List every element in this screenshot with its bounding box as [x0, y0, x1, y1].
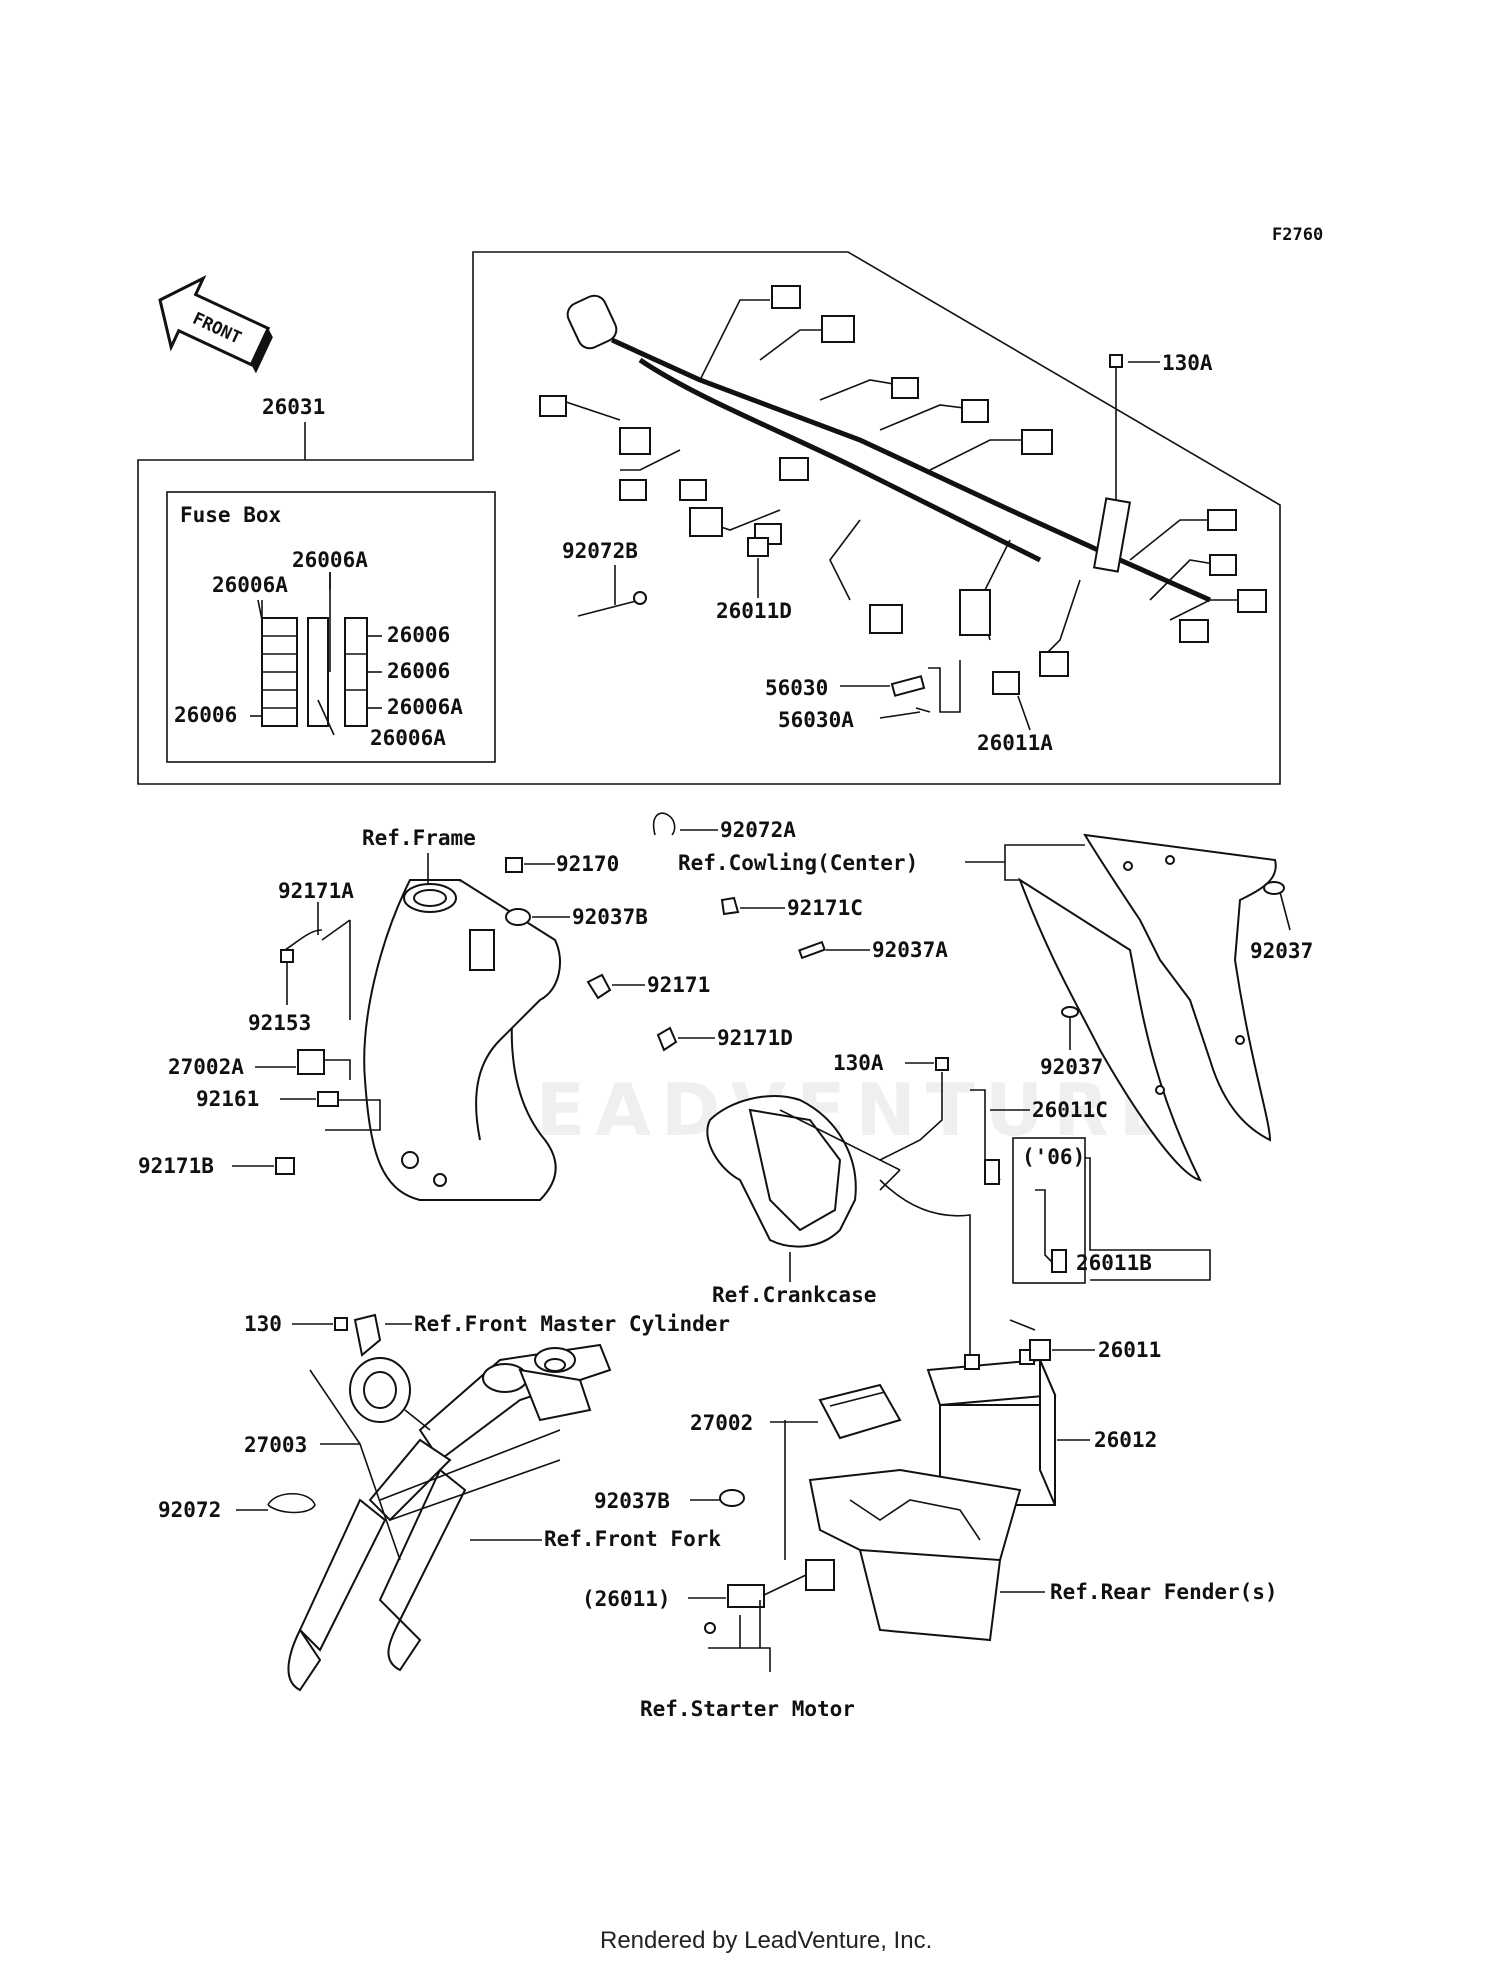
label-92171C: 92171C [787, 896, 863, 920]
front-fork-illustration [287, 1343, 612, 1692]
label-130A-mid: 130A [833, 1051, 884, 1075]
pad-92161 [317, 1091, 339, 1107]
label-26006-left: 26006 [174, 703, 237, 727]
label-27002A: 27002A [168, 1055, 244, 1079]
label-ref-starter: Ref.Starter Motor [640, 1697, 855, 1721]
label-130A-top: 130A [1162, 351, 1213, 375]
tie-92072B [577, 599, 641, 617]
clamp-92037B-top [505, 908, 531, 926]
label-26006-r1: 26006 [387, 623, 450, 647]
footer-credit: Rendered by LeadVenture, Inc. [600, 1927, 932, 1954]
label-26011-paren: (26011) [582, 1587, 671, 1611]
ecu-27002 [818, 1383, 902, 1440]
clip-92171 [586, 973, 612, 1000]
crankcase-illustration [706, 1095, 901, 1248]
clamp-92037-right [1263, 881, 1285, 895]
label-ref-frame: Ref.Frame [362, 826, 476, 850]
label-92171B: 92171B [138, 1154, 214, 1178]
bolt-130A-top [1109, 354, 1123, 368]
label-27002: 27002 [690, 1411, 753, 1435]
label-92171: 92171 [647, 973, 710, 997]
cable-26011B [1051, 1249, 1067, 1273]
label-26006A-r3: 26006A [387, 695, 463, 719]
label-92037A: 92037A [872, 938, 948, 962]
bolt-130 [334, 1317, 348, 1331]
label-26011: 26011 [1098, 1338, 1161, 1362]
clip-92170 [505, 857, 523, 873]
rear-fender-illustration [808, 1468, 1022, 1642]
clamp-92037B-low [719, 1489, 745, 1507]
relay-27002A [297, 1049, 325, 1075]
cowling-illustration [1018, 833, 1277, 1182]
label-26012: 26012 [1094, 1428, 1157, 1452]
starter-relay [704, 1559, 835, 1634]
label-ref-cowling: Ref.Cowling(Center) [678, 851, 918, 875]
front-arrow-icon: FRONT [158, 274, 273, 374]
label-92072B: 92072B [562, 539, 638, 563]
label-130: 130 [244, 1312, 282, 1336]
label-26006A-1: 26006A [292, 548, 368, 572]
label-26006-r2: 26006 [387, 659, 450, 683]
label-ref-crankcase: Ref.Crankcase [712, 1283, 876, 1307]
label-26006A-2: 26006A [212, 573, 288, 597]
label-26006A-bottom: 26006A [370, 726, 446, 750]
label-92161: 92161 [196, 1087, 259, 1111]
label-92171D: 92171D [717, 1026, 793, 1050]
clip-92171D [656, 1026, 678, 1052]
label-26011B: 26011B [1076, 1251, 1152, 1275]
connector-26011A [992, 671, 1020, 695]
label-56030A: 56030A [778, 708, 854, 732]
cable-26011C [879, 1072, 943, 1161]
label-92037B-top: 92037B [572, 905, 648, 929]
band-92072A [652, 812, 676, 836]
pad-56030 [890, 675, 926, 697]
fuse-box-title: Fuse Box [180, 503, 282, 527]
master-cylinder-bracket [353, 1313, 382, 1357]
label-26011D: 26011D [716, 599, 792, 623]
label-92037-center: 92037 [1040, 1055, 1103, 1079]
label-92171A: 92171A [278, 879, 354, 903]
connector-26011D [747, 537, 769, 557]
harness-outline [137, 251, 1281, 785]
clamp-92171B [275, 1157, 295, 1175]
label-92170: 92170 [556, 852, 619, 876]
label-26011A: 26011A [977, 731, 1053, 755]
variant-06-box [1012, 1137, 1086, 1284]
diagram-code: F2760 [1272, 225, 1323, 245]
label-ref-rear-fender: Ref.Rear Fender(s) [1050, 1580, 1278, 1604]
label-ref-front-master: Ref.Front Master Cylinder [414, 1312, 730, 1336]
label-92037-right: 92037 [1250, 939, 1313, 963]
fuse-block [250, 572, 382, 736]
band-92072 [267, 1493, 316, 1514]
label-92072A: 92072A [720, 818, 796, 842]
connector-26011 [1029, 1339, 1051, 1361]
horn-27003 [349, 1357, 431, 1431]
label-06: ('06) [1022, 1145, 1085, 1169]
label-26031: 26031 [262, 395, 325, 419]
pad-92037A [798, 940, 826, 960]
wire-harness [539, 285, 1267, 677]
fuse-box-frame [166, 491, 496, 763]
label-ref-front-fork: Ref.Front Fork [544, 1527, 721, 1551]
bolt-92153 [280, 949, 294, 963]
label-27003: 27003 [244, 1433, 307, 1457]
label-92037B-low: 92037B [594, 1489, 670, 1513]
frame-illustration [363, 879, 561, 1201]
label-92072: 92072 [158, 1498, 221, 1522]
clamp-92037-center [1061, 1006, 1079, 1018]
clip-92171A [284, 929, 323, 951]
label-92153: 92153 [248, 1011, 311, 1035]
bolt-130A-mid [935, 1057, 949, 1071]
label-56030: 56030 [765, 676, 828, 700]
clip-92171C [720, 896, 740, 916]
label-26011C: 26011C [1032, 1098, 1108, 1122]
